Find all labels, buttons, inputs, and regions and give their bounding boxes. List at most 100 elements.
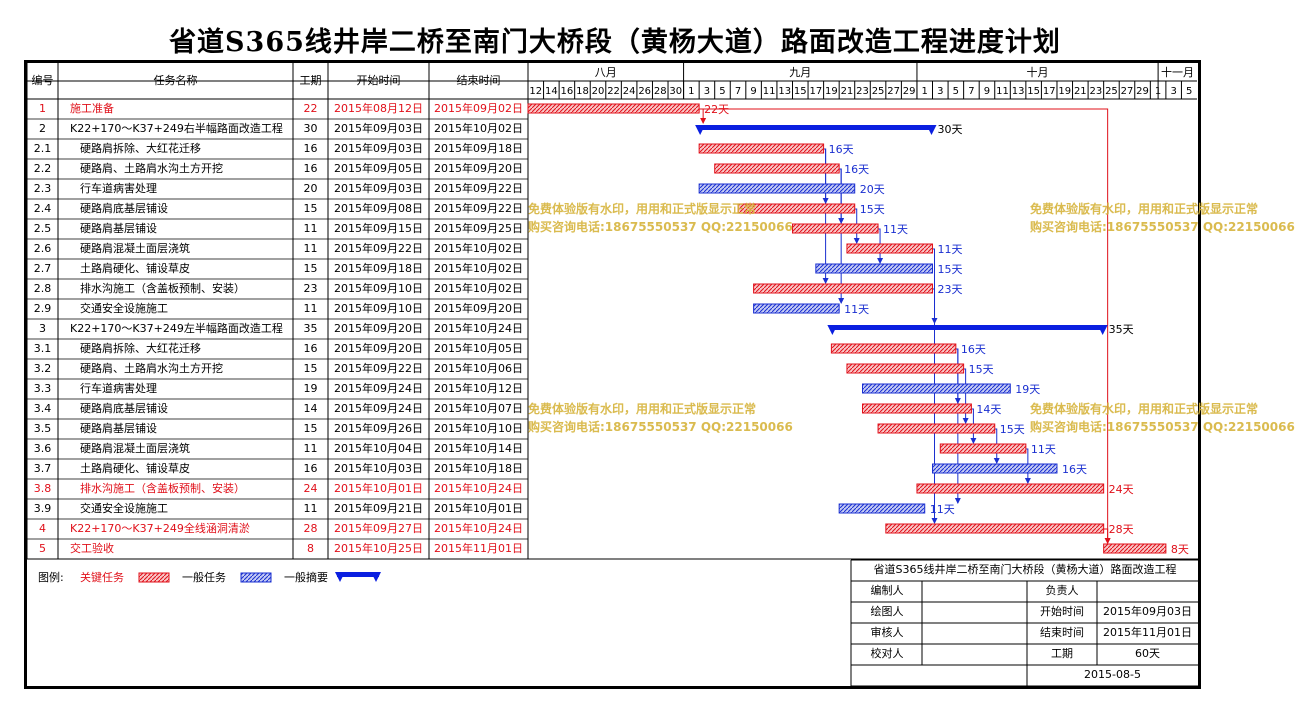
legend-summary-swatch-end [371, 572, 381, 582]
info-reviewer-label: 审核人 [870, 626, 904, 639]
task-cell-end: 2015年09月18日 [434, 142, 523, 155]
task-cell-start: 2015年09月21日 [334, 502, 423, 515]
task-cell-start: 2015年09月22日 [334, 242, 423, 255]
dependency-link [931, 288, 938, 524]
legend-summary-swatch-start [335, 572, 345, 582]
info-end-label: 结束时间 [1040, 626, 1084, 639]
summary-bar-end [1097, 325, 1108, 335]
watermark: 免费体验版有水印，用用和正式版显示正常购买咨询电话:18675550537 QQ… [528, 402, 793, 434]
task-cell-end: 2015年10月14日 [434, 442, 523, 455]
month-label: 八月 [595, 66, 617, 79]
info-start-value: 2015年09月03日 [1103, 605, 1192, 618]
bar-duration-label: 11天 [883, 223, 908, 236]
day-tick: 29 [903, 86, 916, 97]
info-drawer-label: 绘图人 [870, 605, 904, 618]
task-cell-start: 2015年09月20日 [334, 322, 423, 335]
task-cell-duration: 16 [303, 162, 318, 175]
task-cell-start: 2015年10月04日 [334, 442, 423, 455]
day-tick: 17 [809, 86, 822, 97]
task-cell-end: 2015年10月18日 [434, 462, 523, 475]
day-tick: 27 [887, 86, 900, 97]
task-cell-id: 3.7 [33, 462, 52, 475]
day-tick: 17 [1043, 86, 1056, 97]
task-cell-name: 硬路肩、土路肩水沟土方开挖 [80, 162, 223, 175]
dependency-link [699, 108, 1111, 544]
normal-task-bar [815, 263, 934, 274]
task-cell-id: 3.1 [33, 342, 52, 355]
day-tick: 13 [1012, 86, 1025, 97]
task-cell-end: 2015年11月01日 [434, 542, 523, 555]
normal-task-bar [698, 183, 856, 194]
task-cell-start: 2015年09月26日 [334, 422, 423, 435]
task-cell-end: 2015年09月02日 [434, 102, 523, 115]
day-tick: 23 [1090, 86, 1103, 97]
column-header-duration: 工期 [299, 74, 322, 87]
legend-title: 图例: [38, 571, 64, 584]
task-cell-name: 土路肩硬化、铺设草皮 [80, 462, 190, 475]
day-tick: 7 [735, 86, 741, 97]
task-cell-name: 排水沟施工（含盖板预制、安装） [80, 482, 245, 495]
task-cell-end: 2015年10月02日 [434, 242, 523, 255]
task-cell-duration: 15 [303, 262, 318, 275]
normal-task-bar [932, 463, 1058, 474]
task-cell-name: 硬路肩底基层铺设 [80, 202, 168, 215]
normal-task-bar [862, 383, 1011, 394]
task-cell-end: 2015年09月22日 [434, 202, 523, 215]
task-cell-duration: 16 [303, 342, 318, 355]
critical-task-bar [737, 203, 856, 214]
task-cell-name: 硬路肩混凝土面层浇筑 [80, 242, 190, 255]
info-start-label: 开始时间 [1040, 605, 1084, 618]
task-cell-name: 排水沟施工（含盖板预制、安装） [80, 282, 245, 295]
task-cell-start: 2015年09月03日 [334, 182, 423, 195]
summary-bar [699, 125, 933, 130]
bar-duration-label: 16天 [1062, 463, 1087, 476]
task-cell-id: 4 [39, 522, 46, 535]
task-cell-name: 交工验收 [70, 542, 114, 555]
task-cell-id: 3.6 [33, 442, 52, 455]
day-tick: 16 [561, 86, 574, 97]
day-tick: 1 [1155, 86, 1161, 97]
legend-critical-label: 关键任务 [80, 571, 124, 584]
task-cell-name: 交通安全设施施工 [80, 302, 168, 315]
task-cell-name: K22+170～K37+249全线涵洞清淤 [70, 522, 250, 535]
task-cell-id: 5 [39, 542, 46, 555]
task-cell-end: 2015年10月24日 [434, 482, 523, 495]
day-tick: 19 [1058, 86, 1071, 97]
summary-bar-start [695, 125, 706, 135]
task-cell-end: 2015年10月07日 [434, 402, 523, 415]
legend-summary-label: 一般摘要 [284, 571, 328, 584]
task-cell-id: 2.3 [33, 182, 52, 195]
task-cell-start: 2015年10月01日 [334, 482, 423, 495]
task-cell-end: 2015年10月12日 [434, 382, 523, 395]
day-tick: 26 [638, 86, 651, 97]
dependency-link [962, 368, 969, 424]
day-tick: 5 [719, 86, 725, 97]
critical-task-bar [862, 403, 972, 414]
legend-summary-swatch [337, 572, 379, 577]
task-cell-end: 2015年10月02日 [434, 282, 523, 295]
day-tick: 29 [1136, 86, 1149, 97]
day-tick: 3 [937, 86, 943, 97]
month-label: 九月 [789, 66, 811, 79]
task-cell-duration: 11 [303, 242, 318, 255]
day-tick: 11 [996, 86, 1009, 97]
task-cell-start: 2015年09月22日 [334, 362, 423, 375]
task-cell-end: 2015年10月24日 [434, 322, 523, 335]
task-cell-start: 2015年09月24日 [334, 382, 423, 395]
day-tick: 15 [794, 86, 807, 97]
month-label: 十月 [1027, 65, 1049, 79]
bar-duration-label: 16天 [829, 143, 854, 156]
task-cell-duration: 11 [303, 302, 318, 315]
watermark: 免费体验版有水印，用用和正式版显示正常购买咨询电话:18675550537 QQ… [528, 202, 793, 234]
info-end-value: 2015年11月01日 [1103, 626, 1192, 639]
task-cell-id: 2.9 [33, 302, 52, 315]
task-cell-id: 2.6 [33, 242, 52, 255]
task-cell-duration: 15 [303, 362, 318, 375]
task-cell-end: 2015年10月05日 [434, 342, 523, 355]
task-cell-start: 2015年09月18日 [334, 262, 423, 275]
task-cell-end: 2015年10月24日 [434, 522, 523, 535]
day-tick: 23 [856, 86, 869, 97]
day-tick: 18 [576, 86, 589, 97]
task-cell-name: 土路肩硬化、铺设草皮 [80, 262, 190, 275]
info-editor-label: 编制人 [870, 584, 904, 597]
